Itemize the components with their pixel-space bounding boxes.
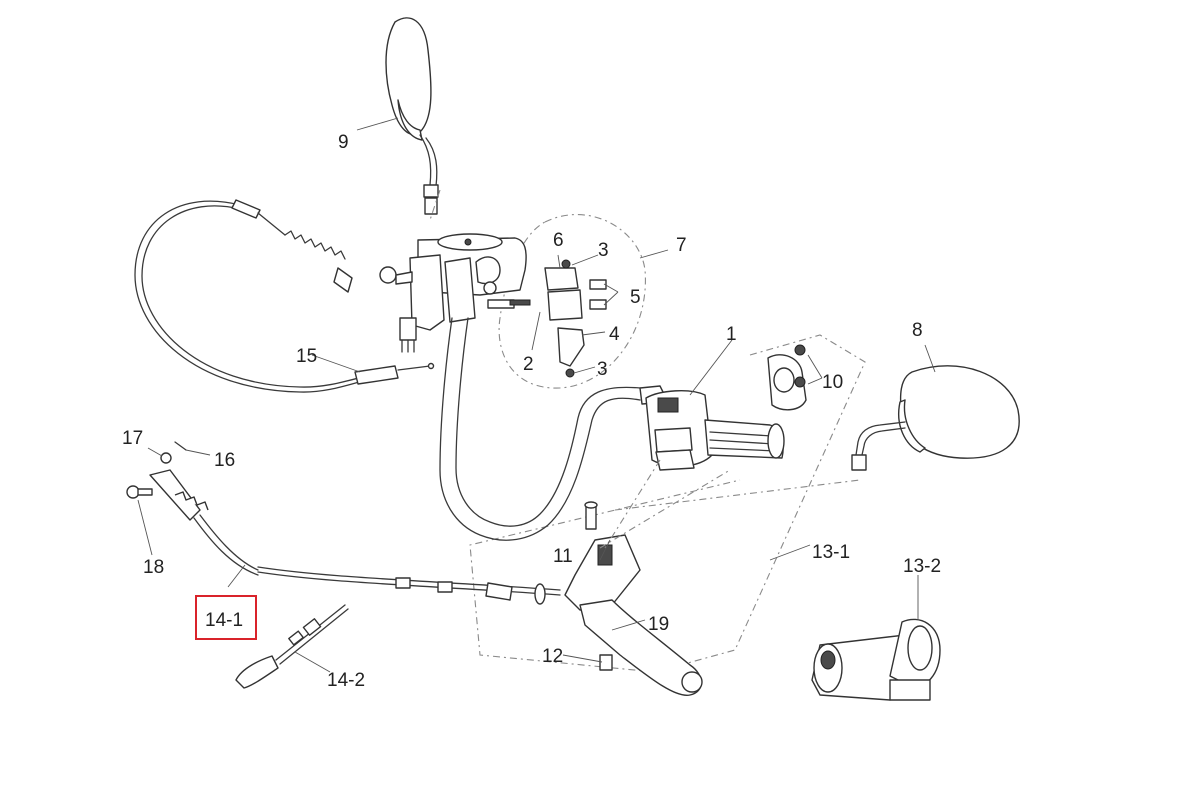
label-15: 15 — [296, 346, 317, 367]
label-18: 18 — [143, 557, 164, 578]
group-outline-7 — [498, 214, 646, 389]
label-3-bottom: 3 — [597, 359, 608, 380]
label-14-2: 14-2 — [327, 670, 365, 691]
cable-14-1 — [149, 469, 561, 605]
group-outline-13-1 — [469, 334, 866, 673]
cable-15 — [134, 199, 435, 393]
callout-labels: 9 15 6 3 7 5 4 2 3 1 8 10 17 16 18 11 13… — [122, 132, 941, 691]
label-13-1: 13-1 — [812, 542, 850, 563]
label-11: 11 — [553, 546, 573, 567]
label-12: 12 — [542, 646, 563, 667]
small-parts-16-17-18 — [126, 441, 187, 499]
connector-lines — [429, 189, 861, 549]
label-14-1: 14-1 — [205, 610, 243, 631]
highlight-box-14-1 — [195, 595, 257, 640]
leader-lines — [137, 117, 936, 673]
label-4: 4 — [609, 324, 620, 345]
label-6: 6 — [553, 230, 564, 251]
switch-housing-1 — [645, 390, 713, 471]
label-19: 19 — [648, 614, 669, 635]
label-16: 16 — [214, 450, 235, 471]
label-7: 7 — [676, 235, 687, 256]
mirror-9 — [385, 17, 439, 215]
label-2: 2 — [523, 354, 534, 375]
label-1: 1 — [726, 324, 737, 345]
label-13-2: 13-2 — [903, 556, 941, 577]
bracket-13-2 — [811, 618, 941, 701]
small-parts-2-3-4-5-6 — [509, 259, 607, 378]
label-9: 9 — [338, 132, 349, 153]
handlebar-tube — [439, 317, 669, 541]
label-10: 10 — [822, 372, 843, 393]
label-17: 17 — [122, 428, 143, 449]
throttle-grip — [704, 419, 785, 459]
cable-end-14-2 — [235, 604, 349, 689]
clamp-10 — [767, 344, 807, 411]
label-8: 8 — [912, 320, 923, 341]
master-cylinder-assembly — [379, 233, 527, 353]
lever-assembly-19 — [564, 501, 703, 696]
label-3-top: 3 — [598, 240, 609, 261]
label-5: 5 — [630, 287, 641, 308]
mirror-8 — [851, 365, 1020, 471]
